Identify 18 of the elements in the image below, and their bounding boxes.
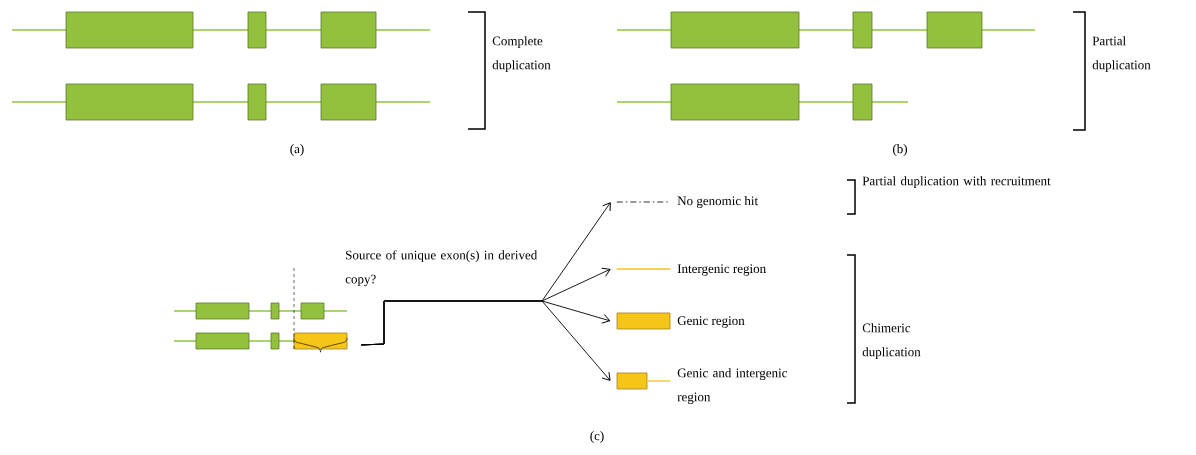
region-label: Genic region xyxy=(677,316,745,328)
region-box xyxy=(616,372,672,390)
bracket-label: Complete duplication xyxy=(492,36,551,72)
region-label: Genic and intergenic region xyxy=(677,368,788,405)
arrow xyxy=(360,300,611,381)
line-sample xyxy=(616,268,671,270)
line-sample xyxy=(616,201,671,203)
bracket-label: Chimeric duplication xyxy=(862,323,921,359)
panel-label: (b) xyxy=(893,144,908,156)
bracket-label: Partial duplication with recruitment xyxy=(862,176,1051,188)
question-text: Source of unique exon(s) in derived copy? xyxy=(345,250,538,287)
region-label: Intergenic region xyxy=(677,264,766,276)
panel-label: (c) xyxy=(590,431,604,443)
region-label: No genomic hit xyxy=(677,196,758,208)
panel-label: (a) xyxy=(290,144,304,156)
region-box xyxy=(616,312,671,330)
bracket-label: Partial duplication xyxy=(1092,36,1151,72)
curly-brace xyxy=(293,337,348,353)
